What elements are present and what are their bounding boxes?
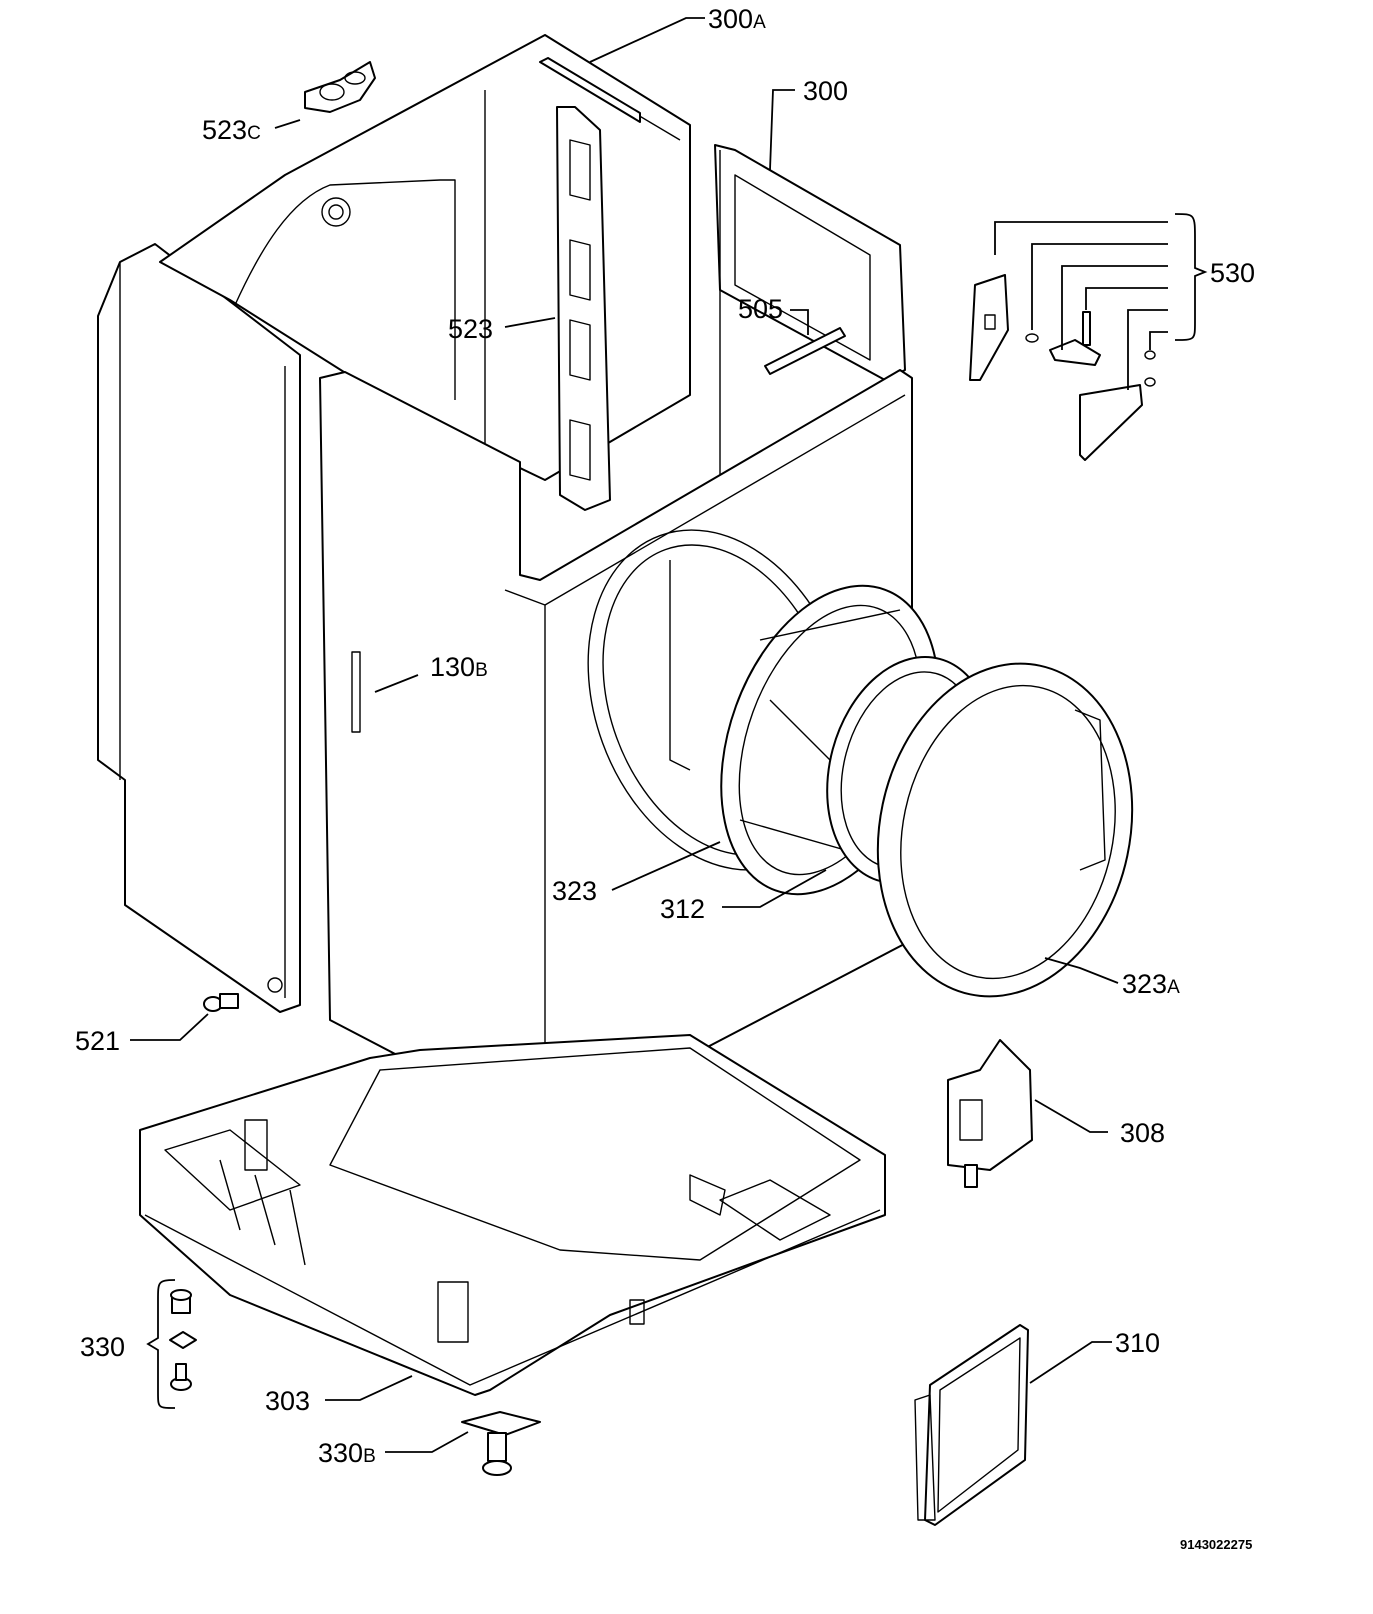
label-312: 312: [660, 894, 705, 924]
label-530: 530: [1210, 258, 1255, 288]
label-310: 310: [1115, 1328, 1160, 1358]
hinge-strip: [556, 106, 611, 511]
door-assembly: [876, 662, 1134, 998]
access-flap: [914, 1324, 1029, 1526]
cable-clip: [304, 61, 376, 113]
label-300a: 300A: [708, 4, 766, 34]
left-side-panel: [97, 243, 301, 1013]
part-labels: 300A 300 523C 530 505 523 130B 323 312 3…: [75, 4, 1255, 1552]
leader-lines: [130, 17, 1119, 1453]
label-521: 521: [75, 1026, 120, 1056]
label-303: 303: [265, 1386, 310, 1416]
label-330: 330: [80, 1332, 125, 1362]
label-308: 308: [1120, 1118, 1165, 1148]
spacer-rod: [764, 327, 846, 375]
label-330b: 330B: [318, 1438, 376, 1468]
label-523c: 523C: [202, 115, 261, 145]
fixing-set: [146, 1279, 197, 1409]
label-523: 523: [448, 314, 493, 344]
door-lock-parts: [969, 213, 1208, 461]
door-hinge: [947, 1039, 1033, 1188]
drawing-code: 9143022275: [1180, 1537, 1252, 1552]
screw: [203, 993, 239, 1012]
cabinet-assembly: [97, 34, 913, 1133]
base-frame: [139, 1034, 886, 1396]
label-505: 505: [738, 294, 783, 324]
label-130b: 130B: [430, 652, 488, 682]
label-323: 323: [552, 876, 597, 906]
label-300: 300: [803, 76, 848, 106]
adjustable-foot: [461, 1411, 541, 1476]
label-323a: 323A: [1122, 969, 1180, 999]
